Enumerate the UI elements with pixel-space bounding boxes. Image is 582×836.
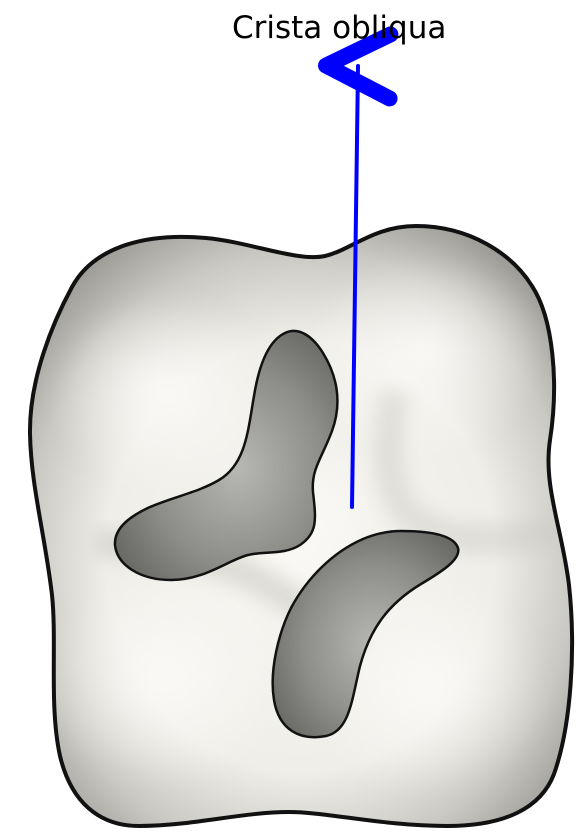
- crista-obliqua-label: Crista obliqua: [232, 8, 492, 48]
